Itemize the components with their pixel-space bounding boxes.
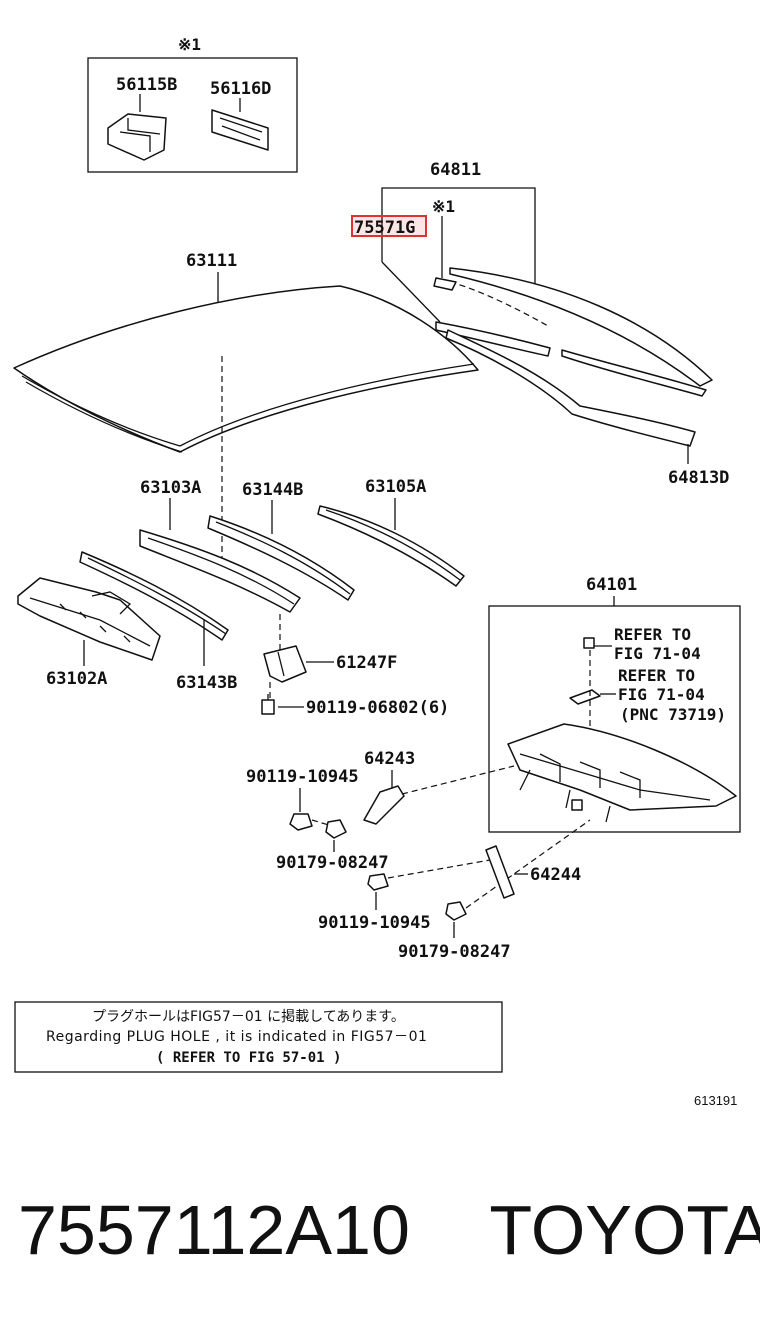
bolt-90119-10945-a (289, 813, 313, 831)
strut-64244 (485, 845, 515, 899)
note-japanese: プラグホールはFIG57－01 に掲載してあります。 (92, 1009, 405, 1025)
refer1-line1: REFER TO (614, 625, 691, 644)
clip-56116D (211, 109, 269, 151)
label-63111[interactable]: 63111 (186, 251, 237, 271)
weatherstrip-64813D (435, 321, 707, 447)
bolt-90119-06802 (261, 694, 275, 715)
label-90179-08247-b[interactable]: 90179-08247 (398, 942, 511, 962)
footer-brand: TOYOTA (489, 1191, 760, 1269)
label-64811[interactable]: 64811 (430, 160, 481, 180)
label-64243[interactable]: 64243 (364, 749, 415, 769)
nut-90179-08247-a (325, 819, 347, 839)
label-90119-10945-a[interactable]: 90119-10945 (246, 767, 359, 787)
refer2-line2: FIG 71-04 (618, 685, 705, 704)
moulding-75571G (433, 277, 457, 291)
note-reference: ( REFER TO FIG 57-01 ) (156, 1050, 341, 1066)
label-box-mark: ※1 (178, 35, 201, 54)
roof-bow-63143B (79, 551, 229, 641)
roof-bow-63144B (207, 515, 355, 601)
note-box (14, 1001, 503, 1073)
label-90119-06802[interactable]: 90119-06802(6) (306, 698, 449, 718)
highlight-75571G[interactable] (351, 215, 427, 237)
roof-panel-63111 (13, 285, 479, 453)
footer-caption: 7557112A10 TOYOTA (18, 1190, 760, 1280)
sunroof-glass (449, 267, 713, 387)
refer1-line2: FIG 71-04 (614, 644, 701, 663)
label-63105A[interactable]: 63105A (365, 477, 426, 497)
roof-bow-63105A (317, 505, 465, 587)
label-63143B[interactable]: 63143B (176, 673, 237, 693)
bracket-61247F (263, 645, 307, 683)
package-tray-64101 (507, 723, 737, 823)
label-63144B[interactable]: 63144B (242, 480, 303, 500)
package-tray-box (488, 605, 741, 833)
label-90119-10945-b[interactable]: 90119-10945 (318, 913, 431, 933)
label-63103A[interactable]: 63103A (140, 478, 201, 498)
refer2-line1: REFER TO (618, 666, 695, 685)
clip-56115B (107, 113, 167, 161)
label-61247F[interactable]: 61247F (336, 653, 397, 673)
label-mark-2: ※1 (432, 197, 455, 216)
label-75571G[interactable]: 75571G (354, 218, 415, 238)
label-63102A[interactable]: 63102A (46, 669, 107, 689)
label-64101[interactable]: 64101 (586, 575, 637, 595)
bolt-90119-10945-b (367, 873, 389, 891)
label-64244[interactable]: 64244 (530, 865, 581, 885)
label-56115B[interactable]: 56115B (116, 75, 177, 95)
label-90179-08247-a[interactable]: 90179-08247 (276, 853, 389, 873)
roof-bow-63103A (139, 529, 301, 613)
footer-part-number: 7557112A10 (18, 1191, 410, 1269)
label-56116D[interactable]: 56116D (210, 79, 271, 99)
label-64813D[interactable]: 64813D (668, 468, 729, 488)
front-header-63102A (17, 577, 161, 661)
hinge-64243 (363, 785, 405, 825)
nut-90179-08247-b (445, 901, 467, 921)
refer2-line3: (PNC 73719) (620, 705, 726, 724)
note-english: Regarding PLUG HOLE , it is indicated in… (46, 1029, 427, 1045)
figure-id: 613191 (694, 1093, 737, 1108)
clip-box (87, 57, 298, 173)
